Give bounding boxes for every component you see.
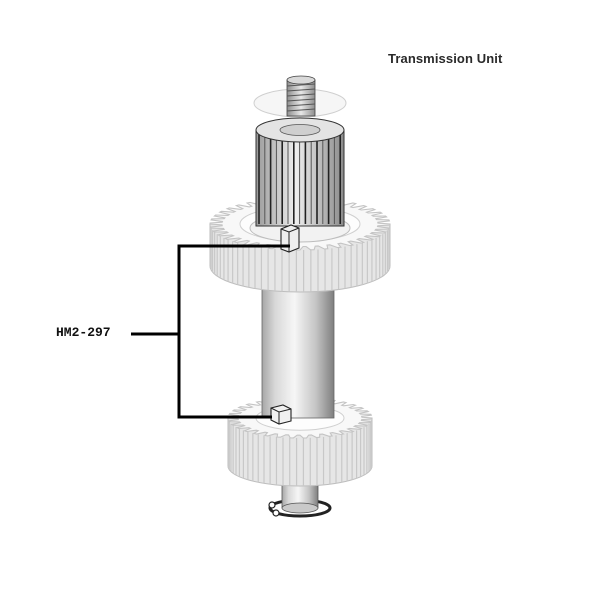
callout-bracket <box>131 244 290 419</box>
callout-part-number: HM2-297 <box>56 325 111 340</box>
diagram-title: Transmission Unit <box>388 51 503 66</box>
upper-key <box>280 224 300 253</box>
splined-pinion <box>249 117 351 243</box>
lower-key <box>270 404 292 425</box>
threaded-end <box>253 75 347 118</box>
